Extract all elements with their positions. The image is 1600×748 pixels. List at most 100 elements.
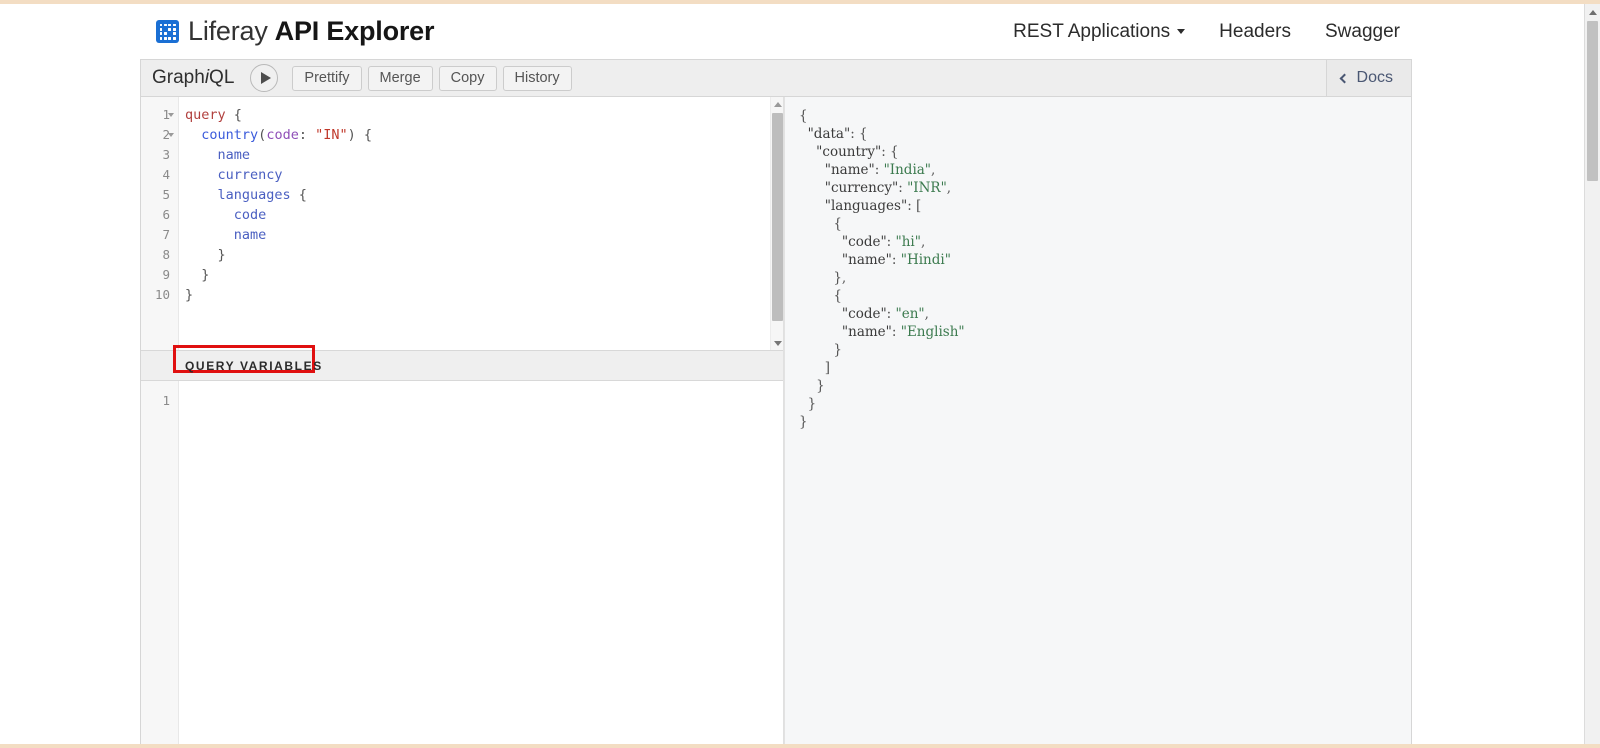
code-line[interactable]: 6 code [141,205,783,225]
chevron-down-icon [1177,29,1186,34]
code-line[interactable]: 2 country(code: "IN") { [141,125,783,145]
json-key: "name" [841,324,892,340]
graphiql-title-part2: QL [209,67,235,88]
json-punctuation: ] [799,360,831,376]
line-number: 7 [162,227,170,242]
code-line[interactable]: 5 languages { [141,185,783,205]
line-number: 5 [162,187,170,202]
response-line: } [799,395,1411,413]
docs-label: Docs [1356,69,1393,86]
code-text: } [179,285,193,305]
query-scrollbar-thumb[interactable] [772,113,783,321]
graphiql-logo-title: GraphiQL [152,67,234,89]
variables-lines[interactable]: 1 [141,391,783,411]
history-button[interactable]: History [502,65,572,91]
json-punctuation: : [907,198,912,214]
code-line[interactable]: 10} [141,285,783,305]
response-line: "code": "hi", [799,233,1411,251]
code-token: currency [217,167,283,183]
query-scroll-up-icon[interactable] [771,98,783,110]
nav-item-swagger[interactable]: Swagger [1325,20,1400,42]
response-line: "name": "India", [799,161,1411,179]
scroll-up-arrow-icon[interactable] [1585,5,1600,20]
json-string-value: "India" [883,162,932,178]
json-punctuation: { [885,144,899,160]
json-key: "currency" [824,180,899,196]
code-text: } [179,265,209,285]
code-token: { [233,107,242,123]
code-line[interactable]: 7 name [141,225,783,245]
query-variables-bar[interactable]: QUERY VARIABLES [141,345,783,381]
code-token: } [185,267,210,283]
code-text: languages { [179,185,307,205]
nav-item-headers[interactable]: Headers [1219,20,1291,42]
line-number: 2 [162,127,170,142]
response-line: { [799,107,1411,125]
variables-code-line[interactable]: 1 [141,391,783,411]
scrollbar-thumb[interactable] [1587,21,1598,181]
code-token: } [185,247,226,263]
json-key: "country" [816,144,882,160]
response-line: ] [799,359,1411,377]
execute-query-button[interactable] [250,64,279,92]
json-punctuation [799,306,842,322]
line-number: 10 [154,287,170,302]
copy-button[interactable]: Copy [438,65,497,91]
json-punctuation: , [920,234,926,250]
code-token: } [185,287,194,303]
code-line[interactable]: 1 query { [141,105,783,125]
response-line: } [799,413,1411,431]
code-token [185,227,234,243]
nav-item-rest-applications[interactable]: REST Applications [1013,21,1186,43]
line-number: 3 [162,147,170,162]
fold-toggle-icon[interactable] [168,133,174,137]
json-key: "name" [841,252,892,268]
response-line: { [799,215,1411,233]
code-token [185,147,218,163]
code-token: query [185,107,226,123]
json-punctuation: : [891,252,897,268]
json-punctuation: { [799,216,842,232]
query-variables-editor[interactable]: 1 [141,381,783,744]
json-string-value: "INR" [907,180,947,196]
code-line[interactable]: 8 } [141,245,783,265]
query-editor-scrollbar[interactable] [770,97,783,350]
json-string-value: "hi" [895,234,921,250]
code-token: languages [217,187,291,203]
docs-toggle-button[interactable]: Docs [1325,60,1411,96]
browser-chrome-strip-bottom [0,744,1600,748]
prettify-button[interactable]: Prettify [292,65,362,91]
fold-toggle-icon[interactable] [168,113,174,117]
variables-code-area[interactable]: 1 [141,381,783,744]
response-line: }, [799,269,1411,287]
code-line[interactable]: 4 currency [141,165,783,185]
json-punctuation: }, [799,270,847,286]
variables-gutter [141,381,179,744]
json-punctuation [799,144,816,160]
query-variables-label: QUERY VARIABLES [185,358,323,373]
graphiql-container: GraphiQL Prettify Merge Copy History Doc… [140,59,1412,744]
code-token: name [217,147,251,163]
liferay-logo-icon [156,20,179,43]
query-scroll-down-icon[interactable] [771,337,783,349]
response-line: "data": { [799,125,1411,143]
json-punctuation [799,198,825,214]
line-number: 1 [162,107,170,122]
line-number: 1 [162,393,170,408]
browser-scrollbar[interactable] [1584,4,1600,744]
json-punctuation: { [854,126,868,142]
code-line[interactable]: 9 } [141,265,783,285]
code-line[interactable]: 3 name [141,145,783,165]
json-punctuation [799,162,825,178]
brand-name-light: Liferay [188,16,268,46]
json-key: "languages" [824,198,908,214]
header-nav: REST Applications Headers Swagger [1013,21,1412,43]
merge-button[interactable]: Merge [367,65,433,91]
code-token [185,167,218,183]
